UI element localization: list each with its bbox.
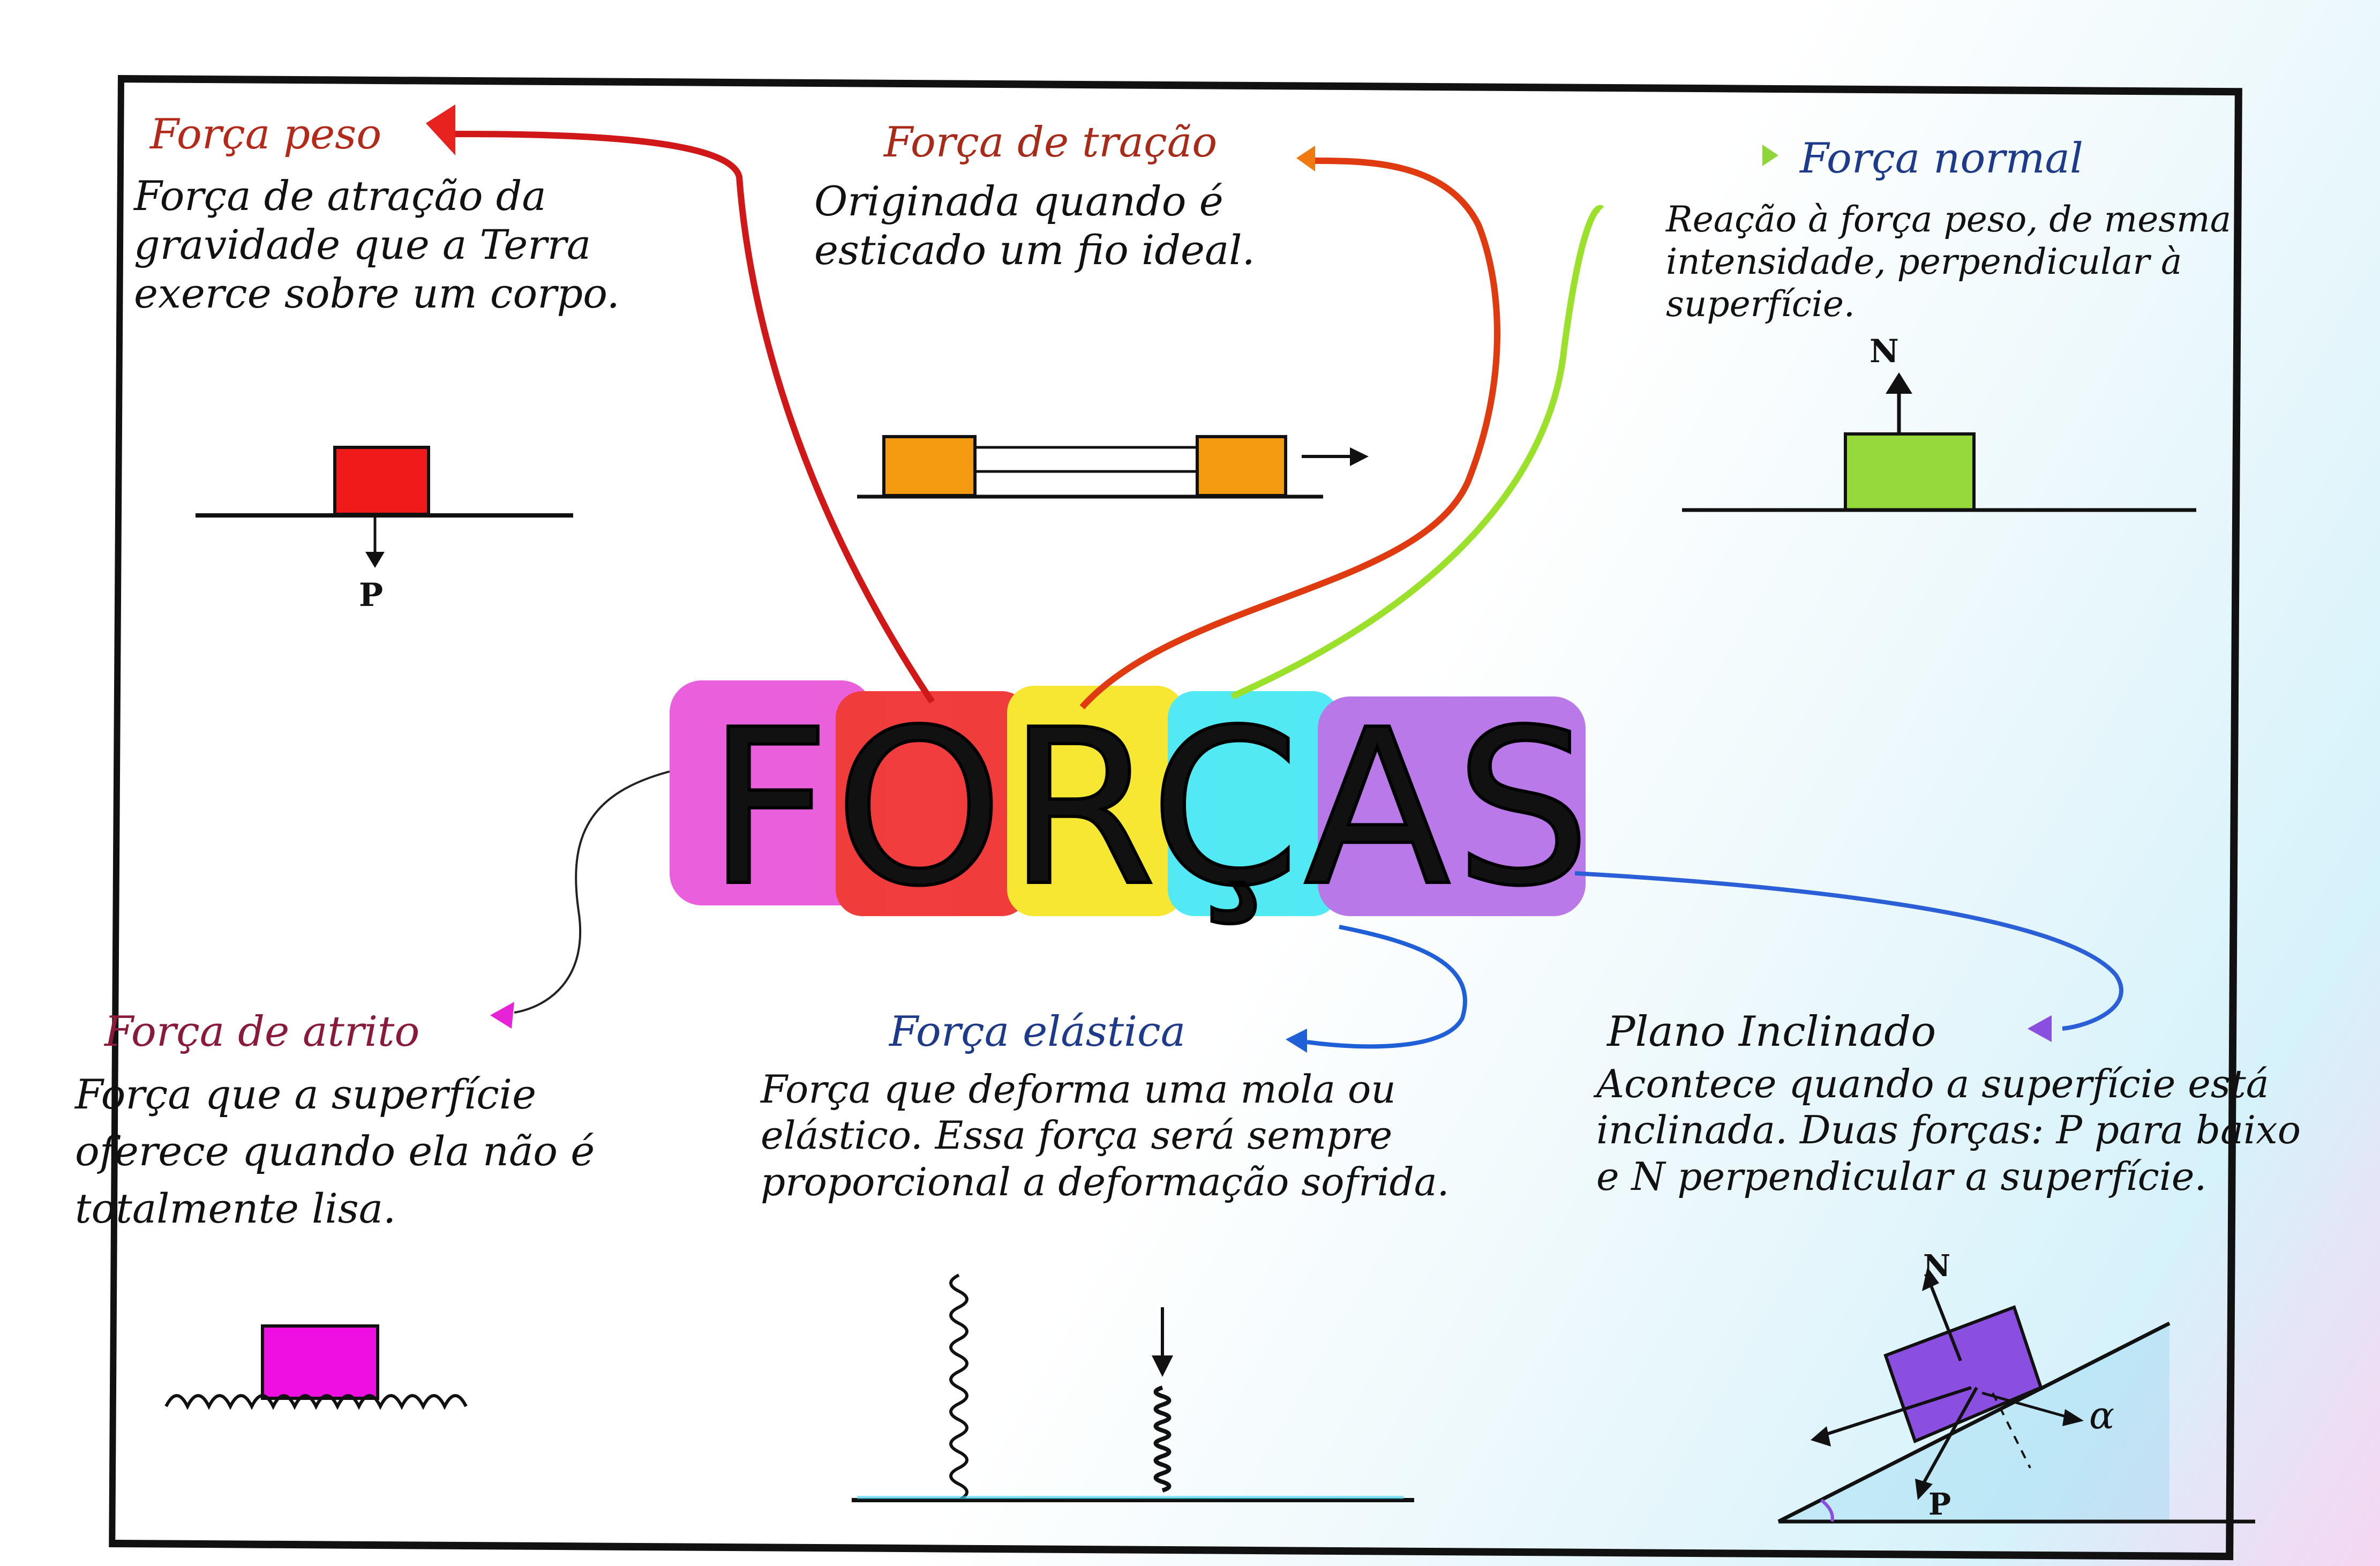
inclinado-label-n: N [1923,1248,1951,1284]
main-title: FORÇAS [705,684,1595,933]
atrito-diagram [164,1324,468,1410]
inclinado-text: Acontece quando a superfície está inclin… [1596,1061,2301,1199]
peso-text: Força de atração da gravidade que a Terr… [134,172,620,318]
tracao-diagram [857,435,1369,499]
arrow-elastica-icon [1286,1029,1307,1053]
tracao-title: Força de tração [884,118,1218,167]
connector-atrito [514,770,670,1014]
tracao-text: Originada quando é esticado um fio ideal… [814,177,1255,274]
arrow-atrito-icon [490,1002,514,1029]
peso-title: Força peso [150,110,382,159]
connector-normal [1230,205,1604,700]
connector-tracao [1079,158,1500,710]
inclinado-title: Plano Inclinado [1607,1008,1936,1056]
connector-inclinado [1574,871,2123,1031]
atrito-text: Força que a superfície oferece quando el… [75,1070,595,1232]
elastica-diagram [852,1273,1414,1502]
normal-text: Reação à força peso, de mesma intensidad… [1666,199,2232,325]
arrow-normal-icon [1762,145,1778,166]
normal-title: Força normal [1800,134,2083,183]
arrow-peso-icon [426,104,455,155]
inclinado-label-alpha: α [2089,1393,2115,1437]
normal-diagram [1682,372,2196,512]
peso-label-p: P [359,576,384,614]
connector-elastica [1307,925,1467,1049]
elastica-title: Força elástica [889,1008,1186,1056]
normal-label-n: N [1870,333,1899,370]
arrow-inclinado-icon [2028,1015,2052,1042]
atrito-title: Força de atrito [104,1008,420,1056]
elastica-text: Força que deforma uma mola ou elástico. … [761,1067,1450,1204]
inclinado-diagram [1777,1267,2255,1524]
inclinado-label-p: P [1928,1487,1951,1522]
connector-peso [439,131,935,704]
arrow-tracao-icon [1296,146,1315,171]
watercolor-background [670,680,1586,916]
peso-diagram [196,446,573,568]
